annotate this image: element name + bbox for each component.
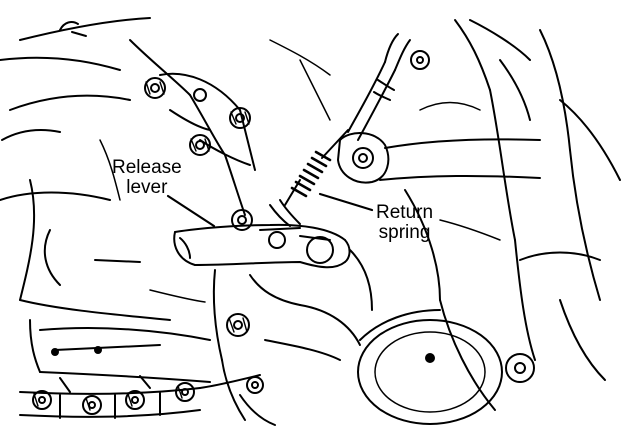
transmission-housing: [0, 17, 211, 383]
bolt-lower: [226, 313, 250, 337]
bolt-top-right: [410, 50, 430, 70]
release-lever: [173, 199, 351, 269]
bolt-top-left: [144, 77, 166, 99]
pivot-eye: [337, 132, 541, 184]
bolt-row-4: [175, 382, 195, 402]
release-lever-label-line2: lever: [126, 177, 168, 198]
housing-opening: [357, 309, 503, 425]
bolt-pivot: [231, 209, 253, 231]
return-spring: [284, 129, 349, 206]
bolt-hatching: [33, 81, 250, 411]
bolt-mid-left: [189, 134, 211, 156]
clutch-casing: [212, 249, 373, 421]
right-frame: [404, 19, 621, 411]
return-spring-label: Return spring: [376, 203, 433, 243]
leader-return-spring: [318, 192, 374, 212]
release-lever-label: Release lever: [112, 158, 182, 198]
return-spring-label-line1: Return: [376, 202, 434, 223]
bolt-left-housing: [193, 88, 207, 102]
release-lever-label-line1: Release: [112, 157, 182, 178]
detail-strokes: [99, 39, 501, 303]
leader-release-lever: [166, 194, 216, 228]
bottom-rail: [19, 374, 276, 426]
bolts: [32, 50, 430, 415]
bolt-row-1: [32, 390, 52, 410]
bolt-row-5: [246, 376, 264, 394]
return-spring-label-line2: spring: [378, 222, 431, 243]
bolt-row-3: [125, 390, 145, 410]
linkage-rod: [347, 33, 411, 141]
bolt-upper-mid: [229, 107, 251, 129]
